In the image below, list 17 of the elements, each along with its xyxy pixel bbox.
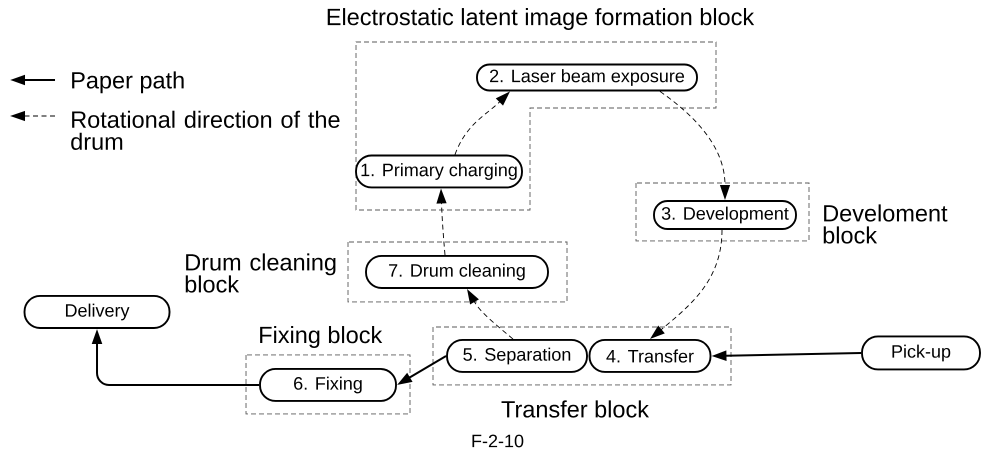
figure-number: F-2-10 <box>472 434 524 448</box>
process-box: 7. Drum cleaning <box>365 255 549 289</box>
process-box: 1. Primary charging <box>355 154 523 188</box>
block-heading: Fixing block <box>260 326 382 348</box>
block-heading: Develoment block <box>824 204 948 244</box>
block-heading: Drum cleaning block <box>186 253 336 293</box>
process-box: 2. Laser beam exposure <box>476 64 698 92</box>
process-box: 6. Fixing <box>259 368 397 402</box>
legend-text: Paper path <box>72 71 184 94</box>
process-box: 3. Development <box>653 200 797 230</box>
process-box: 4. Transfer <box>588 339 712 373</box>
process-box: 5. Separation <box>446 339 588 373</box>
block-heading: Transfer block <box>502 400 649 418</box>
legend-text: Rotational direction of the drum <box>71 110 340 150</box>
block-heading: Electrostatic latent image formation block <box>328 8 754 30</box>
process-box: Pick-up <box>861 336 981 370</box>
process-box: Delivery <box>24 295 170 329</box>
